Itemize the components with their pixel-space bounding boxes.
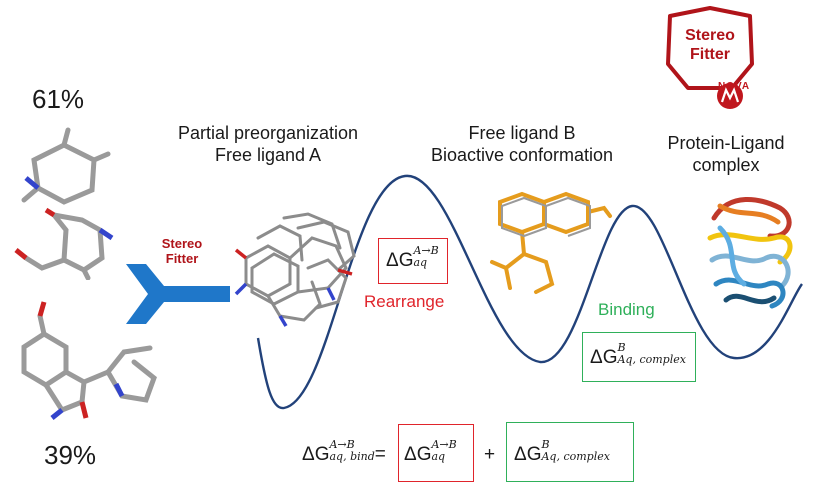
percent-bottom: 39% [44, 440, 97, 470]
molecule-conformer-top [14, 127, 114, 280]
rearrange-dg-sup: A→B [413, 243, 439, 257]
binding-dg-sup: B [617, 340, 626, 354]
binding-dg-symbol: ΔG [590, 347, 618, 368]
logo-brand: NOVA [718, 81, 751, 92]
binding-energy-box [582, 332, 696, 382]
percent-top: 61% [32, 84, 85, 114]
logo-text-line1: Stereo [685, 27, 735, 44]
stage-rearrange: Rearrange [364, 292, 445, 311]
merge-arrow [126, 264, 230, 324]
rearrange-energy-box [378, 238, 448, 284]
equation-rearrange-dg-symbol: ΔG [404, 444, 432, 465]
conformer-ensemble [234, 212, 356, 327]
bioactive-ligand [490, 191, 612, 294]
label-complex-line1: Protein-Ligand [667, 133, 785, 153]
equation-rearrange-dg-sub: aq [431, 449, 446, 463]
label-free-ligand-a-line2: Free ligand A [214, 145, 322, 165]
equation-rearrange-dg-sup: A→B [431, 437, 457, 451]
stereo-fitter-label-line1: Stereo [161, 236, 203, 251]
equation-equals: = [374, 444, 386, 465]
label-free-ligand-b-line1: Free ligand B [468, 123, 576, 143]
equation-dg-sup: A→B [329, 437, 355, 451]
binding-dg-sub: Aq, complex [617, 352, 686, 366]
rearrange-dg-symbol: ΔG [386, 250, 414, 271]
equation-dg-symbol: ΔG [302, 444, 330, 465]
stereo-fitter-label-line2: Fitter [165, 251, 199, 266]
stereofitter-nova-logo [666, 6, 754, 109]
label-free-ligand-a-line1: Partial preorganization [177, 123, 359, 143]
equation-binding-dg-sup: B [541, 437, 550, 451]
equation-dg-sub: aq, bind [329, 449, 375, 463]
stage-binding: Binding [598, 300, 655, 319]
logo-text-line2: Fitter [690, 46, 730, 63]
equation-plus: + [484, 444, 496, 465]
equation-binding-dg-symbol: ΔG [514, 444, 542, 465]
label-free-ligand-b-line2: Bioactive conformation [430, 145, 614, 165]
equation-binding-dg-sub: Aq, complex [541, 449, 610, 463]
equation-rearrange-box [398, 424, 474, 482]
label-complex-line2: complex [692, 155, 760, 175]
rearrange-dg-sub: aq [413, 255, 428, 269]
molecule-conformer-bottom [21, 301, 157, 420]
equation-binding-box [506, 422, 634, 482]
protein-ribbon [707, 197, 793, 309]
